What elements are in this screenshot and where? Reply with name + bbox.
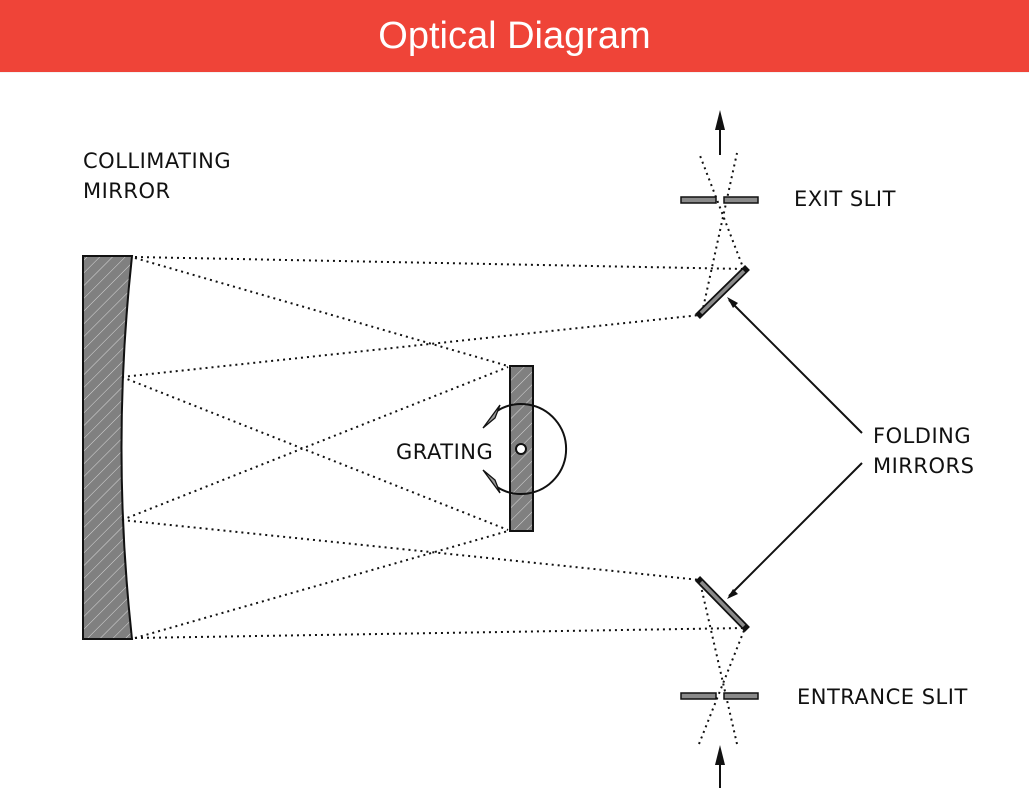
leader-arrowhead-exit-fold: [727, 297, 738, 308]
ray-mirror-bottom-to-entrance-fold: [134, 627, 746, 639]
collimating-mirror: [82, 255, 134, 640]
exit-slit-right-jaw: [723, 196, 759, 204]
exit-folding-mirror-fill: [699, 269, 746, 315]
exit-slit-label: EXIT SLIT: [794, 187, 896, 211]
exit-slit: [680, 110, 759, 204]
ray-entrance-slit-to-fold-b: [699, 581, 738, 745]
grating: [482, 365, 568, 532]
entrance-slit-right-jaw: [723, 692, 759, 700]
collimating-mirror-label-line2: MIRROR: [83, 179, 171, 203]
exit-arrow-up-icon: [715, 110, 725, 130]
light-rays: [121, 152, 746, 745]
ray-exit-fold-to-slit-a: [701, 152, 738, 314]
ray-mirror-top-to-grating-top: [134, 257, 509, 367]
ray-mirror-bottom-to-grating-bottom: [134, 530, 509, 639]
ray-mirror-lower-to-entrance-fold: [121, 519, 701, 581]
ray-exit-fold-to-slit-b: [698, 152, 745, 271]
entrance-slit-label: ENTRANCE SLIT: [797, 685, 968, 709]
entrance-folding-mirror-fill: [699, 580, 746, 628]
collimating-mirror-body: [82, 255, 134, 640]
ray-entrance-slit-to-fold-a: [698, 627, 746, 745]
folding-mirrors-label-line2: MIRRORS: [873, 454, 974, 478]
ray-mirror-upper-to-exit-fold: [121, 314, 701, 378]
page-title: Optical Diagram: [378, 14, 651, 57]
header-divider: [0, 72, 1029, 73]
entrance-folding-mirror: [695, 576, 750, 632]
exit-folding-mirror: [695, 265, 750, 319]
grating-rotation-arc: [496, 403, 568, 495]
leader-to-exit-fold: [728, 299, 863, 434]
folding-mirrors-leaders: [727, 297, 863, 599]
leader-arrowhead-entrance-fold: [727, 589, 738, 599]
grating-pivot: [515, 443, 527, 455]
entrance-arrow-up-icon: [715, 745, 725, 765]
folding-mirrors-label-line1: FOLDING: [873, 424, 971, 448]
entrance-slit: [680, 692, 759, 788]
collimating-mirror-label-line1: COLLIMATING: [83, 149, 231, 173]
header-bar: Optical Diagram: [0, 0, 1029, 72]
entrance-slit-left-jaw: [680, 692, 717, 700]
leader-to-entrance-fold: [728, 462, 863, 597]
ray-mirror-top-to-exit-fold: [134, 256, 746, 270]
grating-label: GRATING: [396, 440, 493, 464]
rotation-arrowhead-bottom: [482, 469, 501, 494]
rotation-arrowhead-top: [482, 404, 501, 429]
exit-slit-left-jaw: [680, 196, 717, 204]
